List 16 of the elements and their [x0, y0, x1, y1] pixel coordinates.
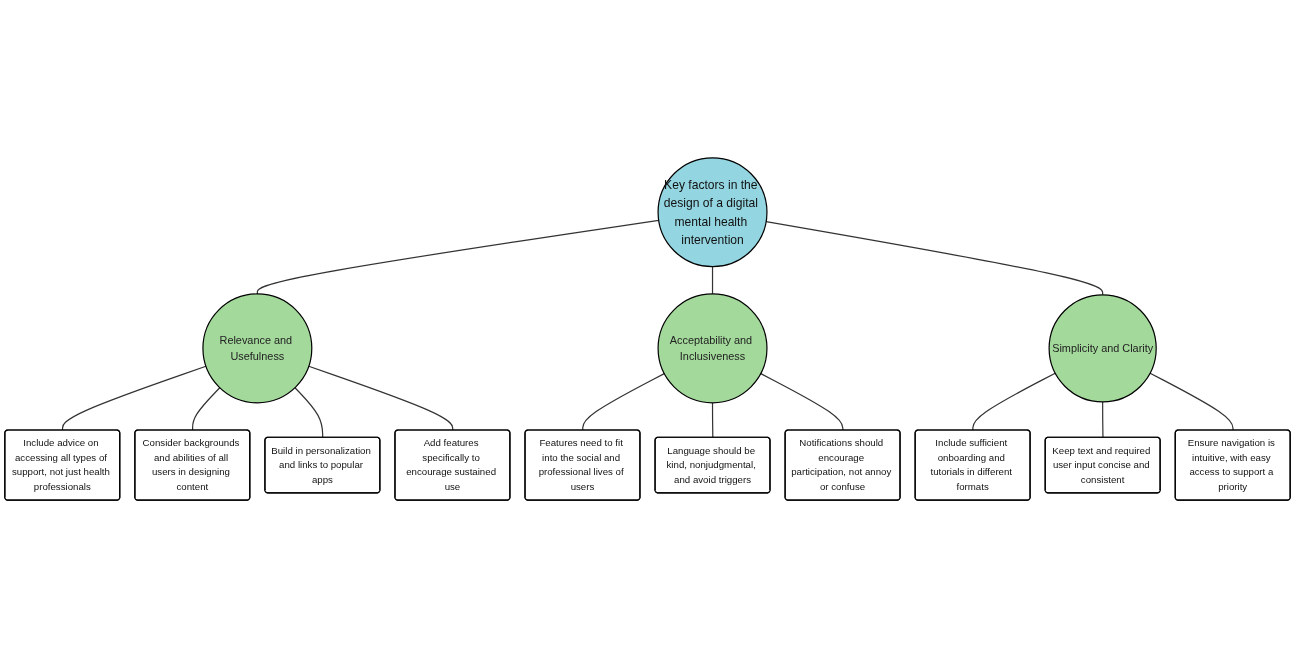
connector: [308, 365, 454, 431]
connector: [765, 220, 1104, 295]
node-circle: Acceptability and Inclusiveness: [657, 292, 768, 403]
connector: [1149, 372, 1234, 431]
connector: [192, 386, 221, 431]
connector: [972, 372, 1056, 431]
connector: [760, 372, 844, 431]
node-circle: Key factors in the design of a digital mental health intervention: [657, 156, 768, 267]
connector: [1102, 400, 1104, 438]
node-circle: Simplicity and Clarity: [1048, 293, 1157, 402]
connector: [711, 401, 714, 438]
connector: [294, 386, 324, 438]
connector: [711, 265, 714, 295]
connector: [582, 372, 665, 431]
connector: [61, 365, 207, 431]
node-circle: Relevance and Usefulness: [202, 292, 313, 403]
